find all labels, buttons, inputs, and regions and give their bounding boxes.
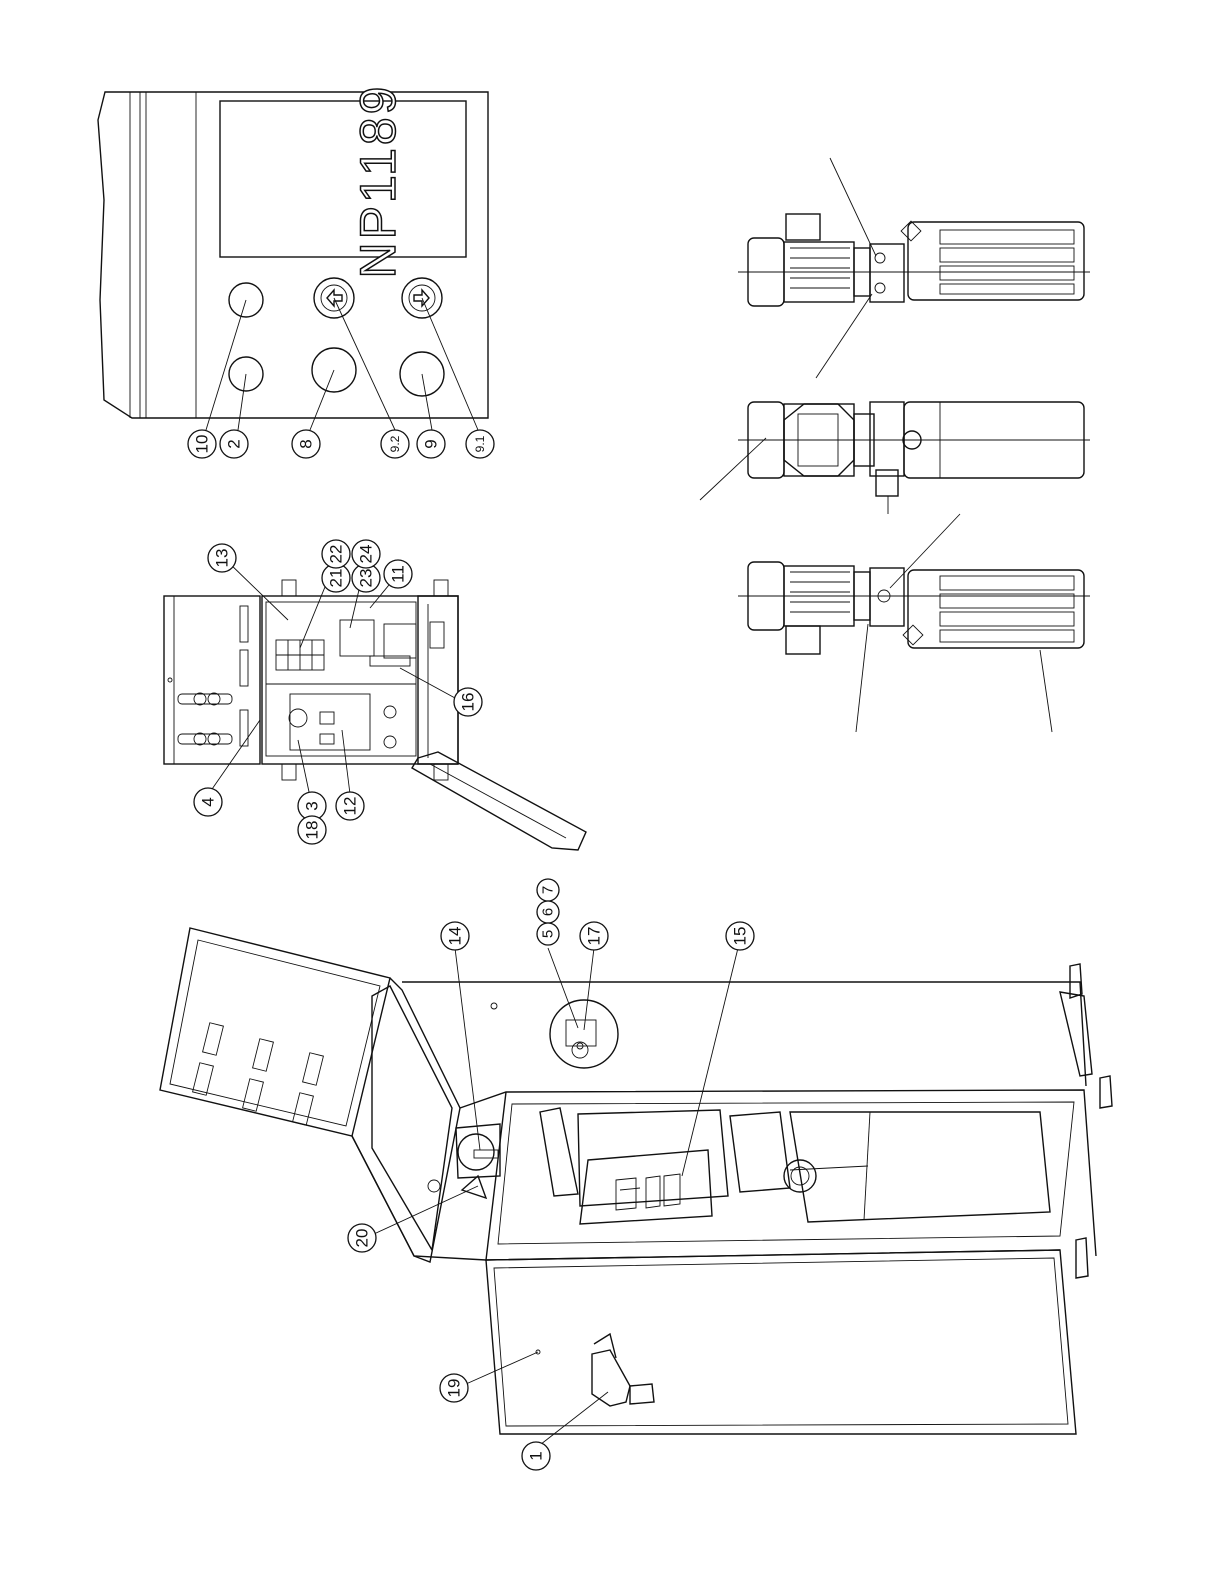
svg-text:7: 7 — [540, 886, 557, 894]
callout-24: 24 — [352, 540, 380, 568]
motor — [578, 1110, 728, 1206]
svg-text:9.1: 9.1 — [473, 435, 487, 452]
callout-6: 6 — [537, 901, 559, 923]
relay-module — [340, 620, 374, 656]
svg-text:9: 9 — [422, 439, 441, 448]
svg-text:17: 17 — [585, 927, 604, 946]
callout-12: 12 — [336, 792, 364, 820]
callout-19: 19 — [440, 1374, 468, 1402]
svg-text:15: 15 — [731, 927, 750, 946]
power-unit-side — [700, 402, 1090, 514]
left-arrow-icon — [327, 290, 342, 306]
callout-13: 13 — [208, 544, 236, 572]
svg-text:4: 4 — [199, 797, 218, 806]
warning-label — [462, 1176, 486, 1198]
svg-text:11: 11 — [389, 565, 408, 583]
callout-20: 20 — [348, 1224, 376, 1252]
callout-10: 10 — [188, 430, 216, 458]
right-arrow-icon — [414, 290, 429, 306]
svg-text:18: 18 — [303, 821, 322, 840]
svg-text:2: 2 — [225, 439, 244, 448]
svg-text:10: 10 — [193, 435, 212, 454]
callout-9-1: 9.1 — [466, 430, 494, 458]
svg-text:9.2: 9.2 — [388, 435, 402, 452]
callout-16: 16 — [454, 688, 482, 716]
svg-text:8: 8 — [297, 439, 316, 448]
panel-label: NP1189 — [350, 84, 406, 279]
door-handle — [592, 1350, 630, 1406]
callout-4: 4 — [194, 788, 222, 816]
power-unit-views — [700, 158, 1090, 732]
open-door — [412, 752, 586, 850]
power-unit-top — [738, 158, 1090, 378]
callout-18: 18 — [298, 816, 326, 844]
callout-22: 22 — [322, 540, 350, 568]
svg-text:19: 19 — [445, 1379, 464, 1398]
front-door — [486, 1250, 1076, 1434]
svg-text:21: 21 — [327, 569, 346, 588]
callout-1: 1 — [522, 1442, 550, 1470]
callout-14: 14 — [441, 922, 469, 950]
callout-9: 9 — [417, 430, 445, 458]
svg-text:6: 6 — [540, 908, 557, 916]
nameplate — [220, 101, 466, 257]
power-unit-bottom — [738, 514, 1090, 732]
callout-8: 8 — [292, 430, 320, 458]
callout-2: 2 — [220, 430, 248, 458]
callout-5: 5 — [537, 923, 559, 945]
svg-text:16: 16 — [459, 693, 478, 712]
main-switch — [458, 1134, 494, 1170]
svg-text:14: 14 — [446, 927, 465, 946]
callout-9-2: 9.2 — [381, 430, 409, 458]
callout-17: 17 — [580, 922, 608, 950]
svg-text:12: 12 — [341, 797, 360, 816]
svg-text:20: 20 — [353, 1229, 372, 1248]
electrical-box-view: 13 21 22 23 24 11 16 4 3 18 12 — [164, 540, 586, 850]
main-housing — [402, 982, 1086, 1086]
svg-text:22: 22 — [327, 545, 346, 564]
svg-text:13: 13 — [213, 549, 232, 568]
isometric-assembly-view: 14 7 6 5 17 15 20 19 1 — [160, 879, 1112, 1470]
oil-tank — [790, 1112, 1050, 1222]
callout-11: 11 — [384, 560, 412, 588]
svg-text:3: 3 — [303, 801, 322, 810]
detail-bubble — [550, 1000, 618, 1068]
control-panel-view: NP1189 10 2 8 9.2 9 9.1 — [98, 84, 494, 458]
callout-7: 7 — [537, 879, 559, 901]
svg-text:1: 1 — [527, 1451, 546, 1460]
controller-board — [290, 694, 370, 750]
callout-15: 15 — [726, 922, 754, 950]
svg-text:24: 24 — [357, 545, 376, 564]
svg-text:5: 5 — [540, 930, 557, 938]
svg-text:23: 23 — [357, 569, 376, 588]
